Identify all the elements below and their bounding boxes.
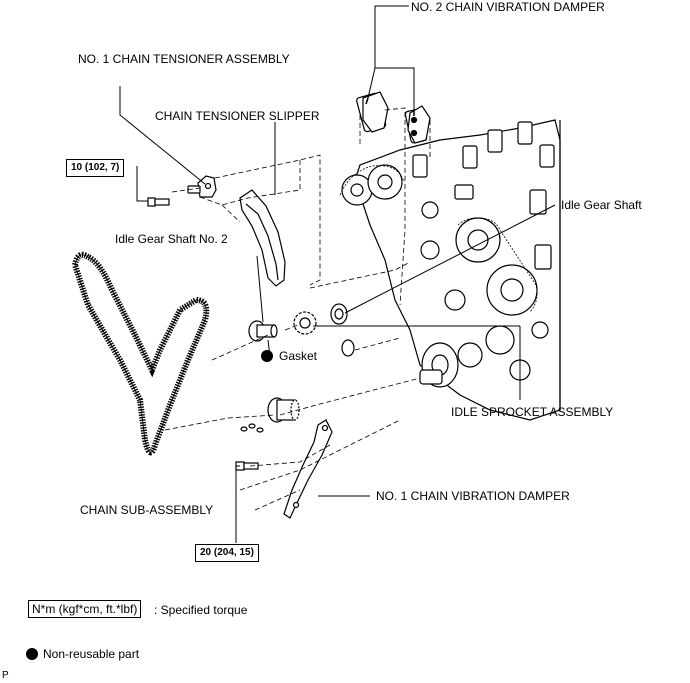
legend-torque-description: : Specified torque bbox=[154, 603, 248, 617]
label-chain-sub-assembly: CHAIN SUB-ASSEMBLY bbox=[80, 503, 214, 517]
label-idle-sprocket-assembly: IDLE SPROCKET ASSEMBLY bbox=[451, 405, 614, 419]
idle-sprocket bbox=[293, 311, 317, 335]
label-chain-tensioner-slipper: CHAIN TENSIONER SLIPPER bbox=[155, 109, 320, 123]
label-no2-chain-vibration-damper: NO. 2 CHAIN VIBRATION DAMPER bbox=[411, 0, 605, 14]
chain-tensioner-slipper bbox=[239, 189, 286, 287]
no1-chain-tensioner bbox=[187, 175, 217, 198]
corner-mark: P bbox=[2, 670, 9, 681]
nonreusable-marker-gasket bbox=[261, 350, 273, 362]
engine-block bbox=[341, 92, 561, 421]
torque-damper-bolt: 20 (204, 15) bbox=[195, 544, 259, 562]
torque-tensioner-bolt: 10 (102, 7) bbox=[66, 159, 125, 177]
legend-torque-unit: N*m (kgf*cm, ft.*lbf) bbox=[28, 600, 142, 618]
arrow-tips bbox=[365, 97, 415, 116]
gasket-ring bbox=[341, 339, 355, 357]
crank-sprocket bbox=[240, 397, 300, 433]
no2-chain-vibration-damper bbox=[362, 91, 431, 144]
legend-nonreusable-text: Non-reusable part bbox=[43, 647, 140, 661]
no1-chain-vibration-damper bbox=[283, 419, 333, 519]
label-gasket: Gasket bbox=[279, 349, 318, 363]
assembly-guide-lines bbox=[164, 107, 431, 511]
label-no1-chain-tensioner-assembly: NO. 1 CHAIN TENSIONER ASSEMBLY bbox=[78, 52, 290, 66]
engine-chain-detail bbox=[339, 165, 538, 313]
idle-gear-shaft bbox=[330, 303, 348, 325]
legend-nonreusable-marker bbox=[26, 648, 38, 660]
idle-gear-shaft-no2 bbox=[248, 320, 278, 342]
tensioner-bolt bbox=[147, 197, 170, 207]
leader-lines bbox=[119, 5, 556, 543]
label-idle-gear-shaft: Idle Gear Shaft bbox=[561, 198, 642, 212]
label-no1-chain-vibration-damper: NO. 1 CHAIN VIBRATION DAMPER bbox=[376, 489, 570, 503]
chain-sub-assembly bbox=[71, 251, 210, 456]
label-idle-gear-shaft-no2: Idle Gear Shaft No. 2 bbox=[115, 232, 228, 246]
